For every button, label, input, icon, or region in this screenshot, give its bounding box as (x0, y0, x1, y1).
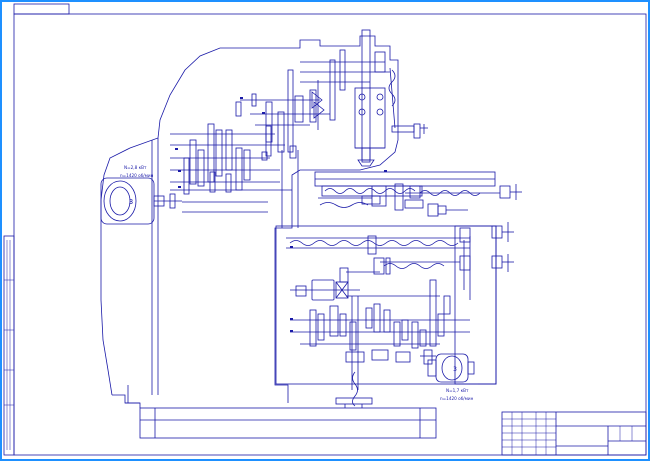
motor-number-lower: 3 (453, 366, 457, 373)
motor-upper-power: N=2,8 кВт (124, 165, 147, 170)
headstock-gear-blocks (183, 49, 346, 195)
headstock-shafts (170, 61, 390, 213)
left-side-stamp (3, 235, 15, 456)
bevel-gear-pair (311, 80, 325, 130)
upper-electric-motor (100, 177, 182, 225)
machine-base (125, 402, 437, 439)
motor-lower-speed: n=1420 об/мин (440, 396, 474, 401)
gear-tooth-labels (175, 97, 387, 332)
lower-electric-motor (427, 353, 475, 383)
knee-box (275, 222, 514, 390)
inner-border (13, 13, 647, 456)
table-feed-screw (314, 171, 522, 217)
motor-upper-speed: n=1420 об/мин (120, 173, 154, 178)
knee-guide (478, 230, 497, 385)
motor-number-upper: 3 (129, 198, 133, 206)
lift-screw (335, 371, 373, 408)
top-left-stamp (13, 3, 70, 15)
spindle-assembly (354, 29, 428, 167)
title-block (501, 411, 647, 456)
machine-column-outline (100, 35, 399, 404)
motor-lower-power: N=1,7 кВт (446, 388, 469, 393)
